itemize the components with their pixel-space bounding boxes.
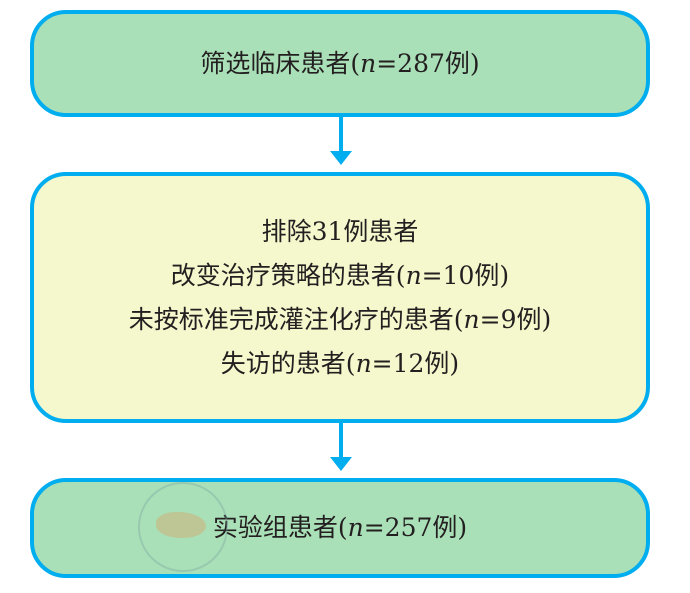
exclusion-line-2: 改变治疗策略的患者(n=10例) xyxy=(171,254,509,298)
arrow-down-2 xyxy=(330,423,352,471)
label: 未按标准完成灌注化疗的患者( xyxy=(128,304,464,334)
count: =257例) xyxy=(363,513,468,542)
exclusion-line-4: 失访的患者(n=12例) xyxy=(221,342,459,386)
n-label: n xyxy=(355,348,372,378)
screening-text: 筛选临床患者(n=287例) xyxy=(200,42,479,86)
exclusion-box: 排除31例患者 改变治疗策略的患者(n=10例) 未按标准完成灌注化疗的患者(n… xyxy=(30,172,650,423)
arrow-down-1 xyxy=(330,117,352,165)
exclusion-line-1: 排除31例患者 xyxy=(262,210,419,254)
n-label: n xyxy=(463,304,480,334)
map-shape xyxy=(156,512,206,538)
label: 失访的患者( xyxy=(220,348,356,378)
label: 筛选临床患者( xyxy=(200,48,361,78)
n-label: n xyxy=(347,513,364,542)
count: =12例) xyxy=(371,348,460,378)
n-label: n xyxy=(360,48,377,78)
experimental-group-box: 实验组患者(n=257例) xyxy=(30,478,650,578)
exclusion-line-3: 未按标准完成灌注化疗的患者(n=9例) xyxy=(129,298,551,342)
count: =9例) xyxy=(479,304,552,334)
label: 改变治疗策略的患者( xyxy=(170,260,406,290)
label: 实验组患者( xyxy=(212,513,348,542)
count: =10例) xyxy=(421,260,510,290)
count: =287例) xyxy=(376,48,480,78)
label: 排除31例患者 xyxy=(261,216,419,246)
watermark-seal-icon xyxy=(138,482,228,572)
experimental-group-text: 实验组患者(n=257例) xyxy=(213,506,467,550)
n-label: n xyxy=(405,260,422,290)
screening-box: 筛选临床患者(n=287例) xyxy=(30,10,650,117)
